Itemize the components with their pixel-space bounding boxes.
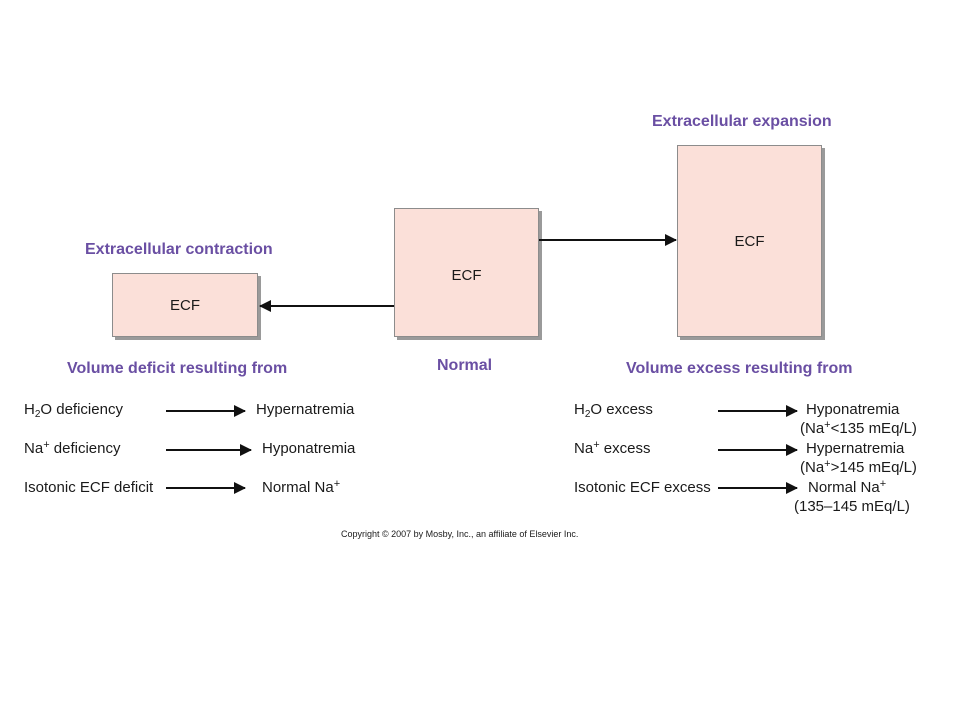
contraction-heading: Extracellular contraction [85,241,273,258]
excess-detail-3: (135–145 mEq/L) [794,498,910,515]
ecf-contraction-label: ECF [170,297,200,314]
excess-result-3: Normal Na+ [808,479,886,497]
ecf-contraction-box: ECF [112,273,258,337]
excess-result-2: Hypernatremia [806,440,905,457]
normal-to-expansion-arrow [539,234,677,246]
normal-heading: Normal [437,357,493,374]
ecf-normal-label: ECF [451,267,482,284]
normal-to-contraction-arrow [259,300,394,312]
excess-result-3-pre: Normal Na [808,479,880,496]
expansion-heading: Extracellular expansion [652,113,832,130]
deficit-arrow-3 [166,482,246,494]
deficit-cause-h2o-pre: H [24,401,35,418]
excess-arrow-1 [718,405,798,417]
excess-detail-1-sup: + [824,419,831,431]
deficit-cause-h2o-post: O deficiency [40,401,123,418]
deficit-result-3-sup: + [333,478,341,490]
excess-cause-h2o-post: O excess [590,401,653,418]
deficit-result-1: Hypernatremia [256,401,355,418]
excess-detail-2-post: >145 mEq/L) [830,459,917,476]
excess-detail-1-post: <135 mEq/L) [830,420,917,437]
excess-detail-2: (Na+>145 mEq/L) [800,459,917,477]
excess-detail-2-pre: (Na [800,459,825,476]
deficit-result-3-pre: Normal Na [262,479,334,496]
ecf-normal-box: ECF [394,208,539,337]
excess-cause-na-pre: Na [574,440,594,457]
excess-cause-na-sup: + [593,439,600,451]
deficit-heading: Volume deficit resulting from [67,360,288,377]
excess-result-3-sup: + [879,478,887,490]
excess-cause-h2o: H2O excess [574,401,653,424]
deficit-cause-h2o-sub: 2 [34,409,41,420]
deficit-cause-na-sup: + [43,439,50,451]
excess-cause-na-post: excess [599,440,651,457]
excess-detail-1-pre: (Na [800,420,825,437]
excess-cause-h2o-pre: H [574,401,585,418]
excess-cause-isotonic: Isotonic ECF excess [574,479,711,496]
ecf-expansion-box: ECF [677,145,822,337]
deficit-cause-isotonic: Isotonic ECF deficit [24,479,154,496]
excess-heading: Volume excess resulting from [626,360,853,377]
excess-arrow-2 [718,444,798,456]
excess-cause-h2o-sub: 2 [584,409,591,420]
deficit-arrow-2 [166,444,252,456]
ecf-expansion-label: ECF [734,233,765,250]
deficit-cause-na-pre: Na [24,440,44,457]
copyright-text: Copyright © 2007 by Mosby, Inc., an affi… [341,529,579,539]
deficit-result-3: Normal Na+ [262,479,340,497]
excess-cause-na: Na+ excess [574,440,650,458]
deficit-cause-h2o: H2O deficiency [24,401,123,424]
excess-detail-1: (Na+<135 mEq/L) [800,420,917,438]
deficit-cause-na: Na+ deficiency [24,440,121,458]
deficit-arrow-1 [166,405,246,417]
deficit-result-2: Hyponatremia [262,440,356,457]
deficit-cause-na-post: deficiency [49,440,121,457]
excess-detail-2-sup: + [824,458,831,470]
excess-arrow-3 [718,482,798,494]
excess-result-1: Hyponatremia [806,401,900,418]
